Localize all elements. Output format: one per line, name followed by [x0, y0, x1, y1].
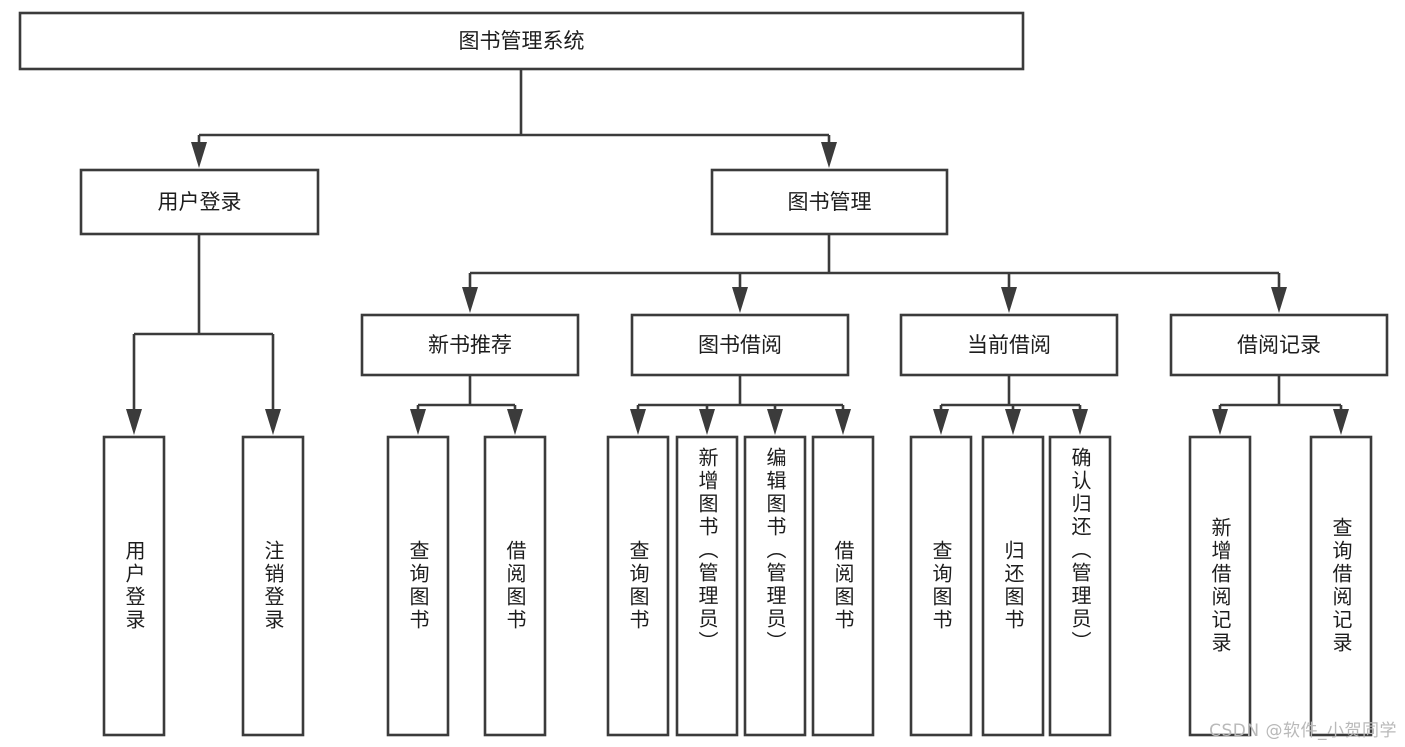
arrow-head-icon	[507, 409, 523, 435]
node-label: 借阅记录	[1237, 333, 1321, 357]
node-leaf-0[interactable]	[102, 435, 166, 737]
arrow-head-icon	[126, 409, 142, 435]
node-leaf-2[interactable]	[386, 435, 450, 737]
node-leaf-7[interactable]	[811, 435, 875, 737]
node-level3-0[interactable]	[360, 313, 580, 377]
arrow-head-icon	[821, 142, 837, 168]
arrow-head-icon	[1212, 409, 1228, 435]
arrow-head-icon	[630, 409, 646, 435]
node-label: 新书推荐	[428, 333, 512, 357]
node-leaf-3[interactable]	[483, 435, 547, 737]
node-label: 图书管理系统	[459, 29, 585, 53]
node-leaf-1[interactable]	[241, 435, 305, 737]
node-leaf-4[interactable]	[606, 435, 670, 737]
node-level3-1[interactable]	[630, 313, 850, 377]
arrow-head-icon	[191, 142, 207, 168]
node-level3-2[interactable]	[899, 313, 1119, 377]
arrow-head-icon	[732, 287, 748, 313]
arrow-head-icon	[835, 409, 851, 435]
arrow-head-icon	[462, 287, 478, 313]
connector-layer	[126, 69, 1349, 435]
node-label: 当前借阅	[967, 333, 1051, 357]
node-root[interactable]	[18, 11, 1025, 71]
arrow-head-icon	[265, 409, 281, 435]
node-leaf-12[interactable]	[1309, 435, 1373, 737]
node-leaf-9[interactable]	[981, 435, 1045, 737]
arrow-head-icon	[1271, 287, 1287, 313]
node-level2-1[interactable]	[710, 168, 949, 236]
arrow-head-icon	[1001, 287, 1017, 313]
node-leaf-10[interactable]	[1048, 435, 1112, 737]
node-box-layer	[18, 11, 1389, 737]
node-label: 图书管理	[788, 190, 872, 214]
arrow-head-icon	[1005, 409, 1021, 435]
arrow-head-icon	[1072, 409, 1088, 435]
arrow-head-icon	[1333, 409, 1349, 435]
arrow-head-icon	[699, 409, 715, 435]
node-leaf-5[interactable]	[675, 435, 739, 737]
node-leaf-11[interactable]	[1188, 435, 1252, 737]
node-level3-3[interactable]	[1169, 313, 1389, 377]
arrow-head-icon	[933, 409, 949, 435]
node-label: 用户登录	[158, 190, 242, 214]
node-leaf-8[interactable]	[909, 435, 973, 737]
node-leaf-6[interactable]	[743, 435, 807, 737]
watermark-text: CSDN @软件_小贺同学	[1209, 721, 1397, 741]
node-label: 图书借阅	[698, 333, 782, 357]
arrow-head-icon	[767, 409, 783, 435]
arrow-head-icon	[410, 409, 426, 435]
node-level2-0[interactable]	[79, 168, 320, 236]
